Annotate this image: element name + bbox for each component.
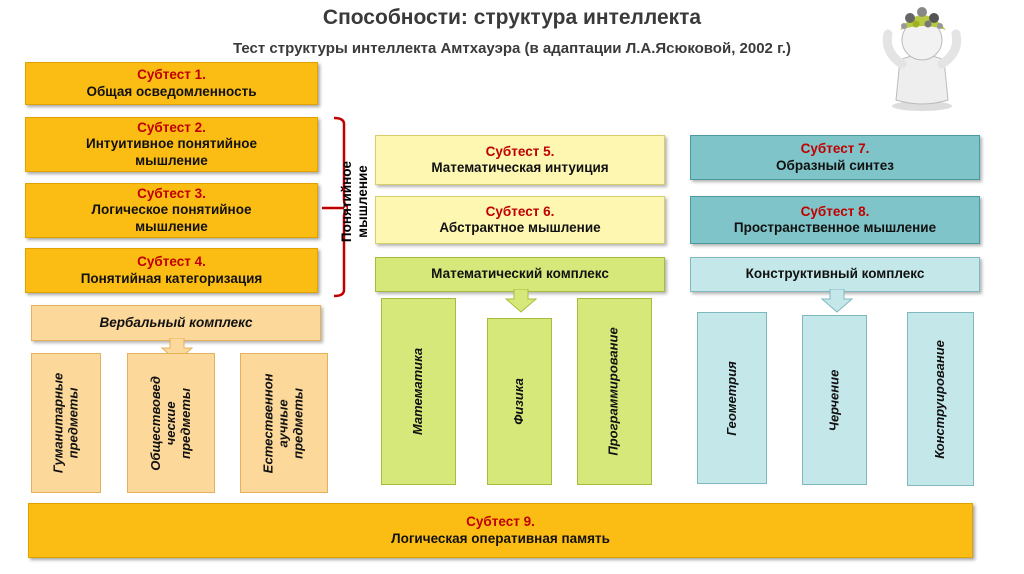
verbal-subject-1: Гуманитарные предметы — [31, 353, 101, 493]
subtest-1-desc: Общая осведомленность — [86, 83, 257, 99]
subtest-5-title: Субтест 5. — [485, 143, 555, 159]
constructive-subject-geometry: Геометрия — [697, 312, 767, 484]
page-subtitle: Тест структуры интеллекта Амтхауэра (в а… — [233, 40, 791, 57]
subtest-8-desc: Пространственное мышление — [733, 220, 937, 235]
thinking-person-with-gears-icon — [862, 0, 974, 112]
subtest-9-title: Субтест 9. — [466, 514, 535, 530]
subtest-2-desc-line2: мышление — [135, 152, 208, 168]
subtest-7-desc: Образный синтез — [776, 157, 894, 173]
constructive-subject-construction-label: Конструирование — [932, 339, 948, 459]
bracket-label-line1: Понятийное — [339, 161, 355, 243]
verbal-complex-label: Вербальный комплекс — [99, 314, 253, 330]
verbal-subject-2-line1: Обществовед — [147, 375, 163, 471]
subtest-6-title: Субтест 6. — [485, 203, 555, 219]
subtest-3-desc-line2: мышление — [135, 218, 208, 234]
conceptual-thinking-bracket — [322, 116, 348, 298]
constructive-subject-construction: Конструирование — [907, 312, 974, 486]
verbal-complex-box: Вербальный комплекс — [31, 305, 321, 341]
subtest-7-title: Субтест 7. — [800, 141, 870, 157]
math-subject-programming: Программирование — [577, 298, 652, 485]
subtest-4-desc: Понятийная категоризация — [80, 270, 263, 286]
constructive-complex-label: Конструктивный комплекс — [745, 266, 925, 282]
constructive-down-arrow-icon — [820, 289, 854, 313]
math-complex-label: Математический комплекс — [431, 266, 609, 282]
subtest-5-desc: Математическая интуиция — [431, 160, 609, 175]
subtest-6-desc: Абстрактное мышление — [439, 220, 601, 235]
verbal-subject-3-line2: аучные — [275, 398, 291, 448]
verbal-subject-2-line3: предметы — [177, 387, 193, 459]
math-complex-box: Математический комплекс — [375, 257, 665, 292]
page-title: Способности: структура интеллекта — [322, 6, 702, 29]
subtest-9-box: Субтест 9. Логическая оперативная память — [28, 503, 973, 558]
math-subject-programming-label: Программирование — [606, 327, 622, 456]
verbal-subject-2-line2: ческие — [162, 401, 178, 445]
verbal-subject-3-line3: предметы — [290, 387, 306, 459]
verbal-subject-1-line2: предметы — [65, 387, 81, 459]
constructive-subject-drawing: Черчение — [802, 315, 867, 485]
subtest-4-title: Субтест 4. — [137, 254, 206, 270]
verbal-subject-3-line1: Естественнон — [260, 373, 276, 473]
subtest-3-title: Субтест 3. — [137, 186, 206, 202]
math-subject-mathematics-label: Математика — [410, 347, 426, 436]
subtest-3-desc-line1: Логическое понятийное — [91, 202, 252, 218]
verbal-subject-2: Обществовед ческие предметы — [127, 353, 215, 493]
subtest-3-box: Субтест 3. Логическое понятийное мышлени… — [25, 183, 318, 238]
subtest-1-title: Субтест 1. — [137, 67, 206, 83]
bracket-label-line2: мышление — [355, 165, 371, 239]
subtest-9-desc: Логическая оперативная память — [391, 530, 610, 546]
subtest-1-box: Субтест 1. Общая осведомленность — [25, 62, 318, 105]
verbal-subject-1-line1: Гуманитарные — [50, 372, 66, 474]
subtest-8-box: Субтест 8. Пространственное мышление — [690, 196, 980, 244]
subtest-7-box: Субтест 7. Образный синтез — [690, 135, 980, 180]
math-subject-physics: Физика — [487, 318, 552, 485]
subtest-5-box: Субтест 5. Математическая интуиция — [375, 135, 665, 185]
verbal-subject-3: Естественнон аучные предметы — [240, 353, 328, 493]
subtest-8-title: Субтест 8. — [800, 203, 870, 219]
math-subject-mathematics: Математика — [381, 298, 456, 485]
subtest-4-box: Субтест 4. Понятийная категоризация — [25, 248, 318, 293]
subtest-2-desc-line1: Интуитивное понятийное — [85, 136, 258, 152]
constructive-complex-box: Конструктивный комплекс — [690, 257, 980, 292]
constructive-subject-drawing-label: Черчение — [826, 369, 842, 431]
subtest-6-box: Субтест 6. Абстрактное мышление — [375, 196, 665, 244]
constructive-subject-geometry-label: Геометрия — [723, 360, 739, 436]
math-down-arrow-icon — [504, 289, 538, 313]
conceptual-thinking-label: Понятийное мышление — [335, 142, 375, 262]
subtest-2-title: Субтест 2. — [137, 120, 206, 136]
math-subject-physics-label: Физика — [511, 378, 527, 425]
subtest-2-box: Субтест 2. Интуитивное понятийное мышлен… — [25, 117, 318, 172]
